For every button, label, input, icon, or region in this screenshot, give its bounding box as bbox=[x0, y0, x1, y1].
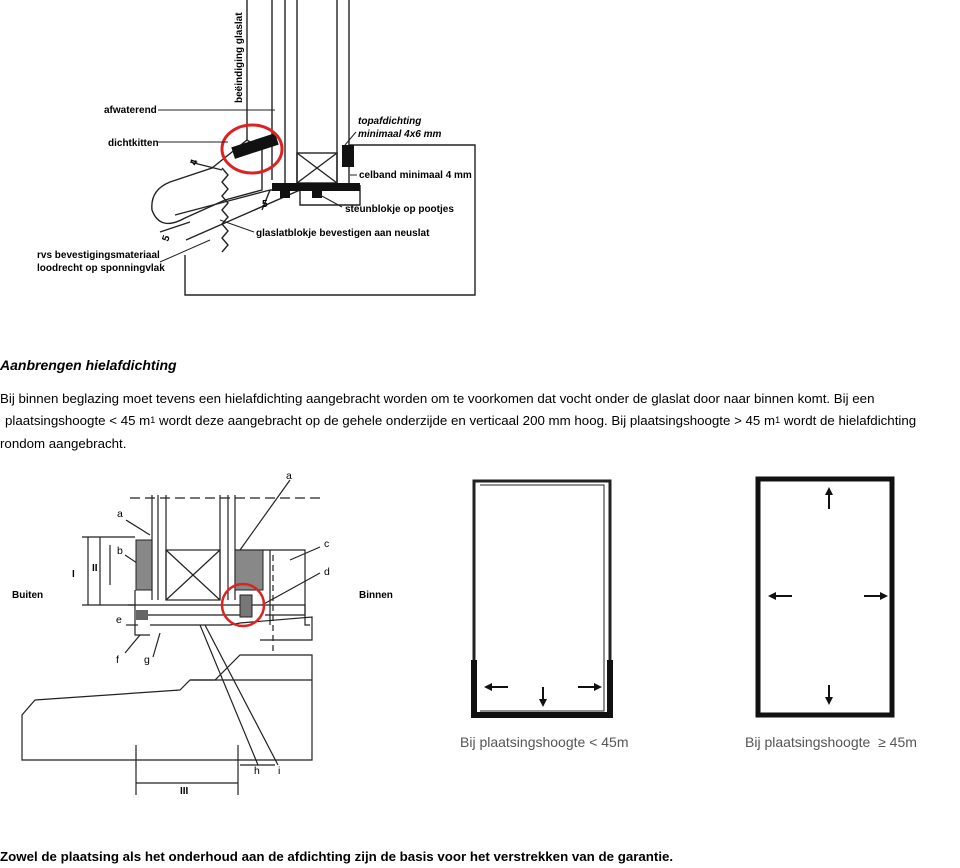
para-sup2: 1 bbox=[775, 415, 781, 425]
arrow-up-icon bbox=[825, 487, 833, 509]
label-binnen: Binnen bbox=[359, 590, 393, 601]
arrow-left-icon bbox=[768, 592, 792, 600]
label-dichtkitten: dichtkitten bbox=[108, 138, 159, 149]
dim-II: II bbox=[92, 563, 98, 574]
label-e: e bbox=[116, 614, 122, 626]
label-f: f bbox=[116, 654, 119, 666]
footer-text: Zowel de plaatsing als het onderhoud aan… bbox=[0, 849, 674, 864]
label-c: c bbox=[324, 538, 329, 550]
dim-4: 4 bbox=[188, 158, 200, 167]
label-d: d bbox=[324, 566, 330, 578]
label-h: h bbox=[254, 765, 260, 777]
label-rvs-2: loodrecht op sponningvlak bbox=[37, 263, 165, 274]
para-part2: plaatsingshoogte < 45 m bbox=[5, 413, 151, 428]
label-topafdichting-2: minimaal 4x6 mm bbox=[358, 129, 441, 140]
arrow-down-icon bbox=[825, 685, 833, 705]
para-part4: wordt de hielafdichting rondom aangebrac… bbox=[0, 413, 917, 451]
label-rvs-1: rvs bevestigingsmateriaal bbox=[37, 250, 160, 261]
bottom-cross-section-diagram: Buiten Binnen a a b c d e f g h i I II I… bbox=[12, 470, 393, 797]
para-sup1: 1 bbox=[150, 415, 156, 425]
seal-highlight-circle bbox=[220, 123, 284, 175]
label-topafdichting-1: topafdichting bbox=[358, 116, 421, 127]
panel-under-45m: Bij plaatsingshoogte < 45m bbox=[460, 479, 629, 750]
caption-over-45m: Bij plaatsingshoogte ≥ 45m bbox=[745, 734, 917, 750]
dim-I: I bbox=[72, 569, 75, 580]
label-b: b bbox=[117, 545, 123, 557]
label-afwaterend: afwaterend bbox=[104, 105, 157, 116]
label-beeindiging-glaslat: beëindiging glaslat bbox=[234, 12, 245, 103]
top-glazing-detail-diagram: beëindiging glaslat afwaterend dichtkitt… bbox=[37, 0, 476, 296]
para-part1: Bij binnen beglazing moet tevens een hie… bbox=[0, 391, 875, 406]
hielafdichting-highlight-circle bbox=[220, 582, 266, 628]
dim-III: III bbox=[180, 786, 189, 797]
label-steunblokje: steunblokje op pootjes bbox=[345, 204, 454, 215]
arrow-right-icon bbox=[578, 683, 602, 691]
panel-over-45m: Bij plaatsingshoogte ≥ 45m bbox=[745, 476, 917, 750]
para-part3: wordt deze aangebracht op de gehele onde… bbox=[155, 413, 776, 428]
label-a-left: a bbox=[117, 508, 123, 520]
section-heading: Aanbrengen hielafdichting bbox=[0, 357, 177, 373]
label-glaslatblokje: glaslatblokje bevestigen aan neuslat bbox=[256, 228, 430, 239]
arrow-left-icon bbox=[484, 683, 508, 691]
label-a-top: a bbox=[286, 470, 292, 482]
dim-5b: 5 bbox=[160, 234, 172, 243]
arrow-right-icon bbox=[864, 592, 888, 600]
label-buiten: Buiten bbox=[12, 590, 43, 601]
label-g: g bbox=[144, 654, 150, 666]
dim-5a: 5 bbox=[262, 199, 268, 210]
caption-under-45m: Bij plaatsingshoogte < 45m bbox=[460, 734, 629, 750]
section-paragraph: Bij binnen beglazing moet tevens een hie… bbox=[0, 388, 960, 455]
arrow-down-icon bbox=[539, 687, 547, 707]
label-i: i bbox=[278, 765, 280, 777]
label-celband: celband minimaal 4 mm bbox=[359, 170, 472, 181]
